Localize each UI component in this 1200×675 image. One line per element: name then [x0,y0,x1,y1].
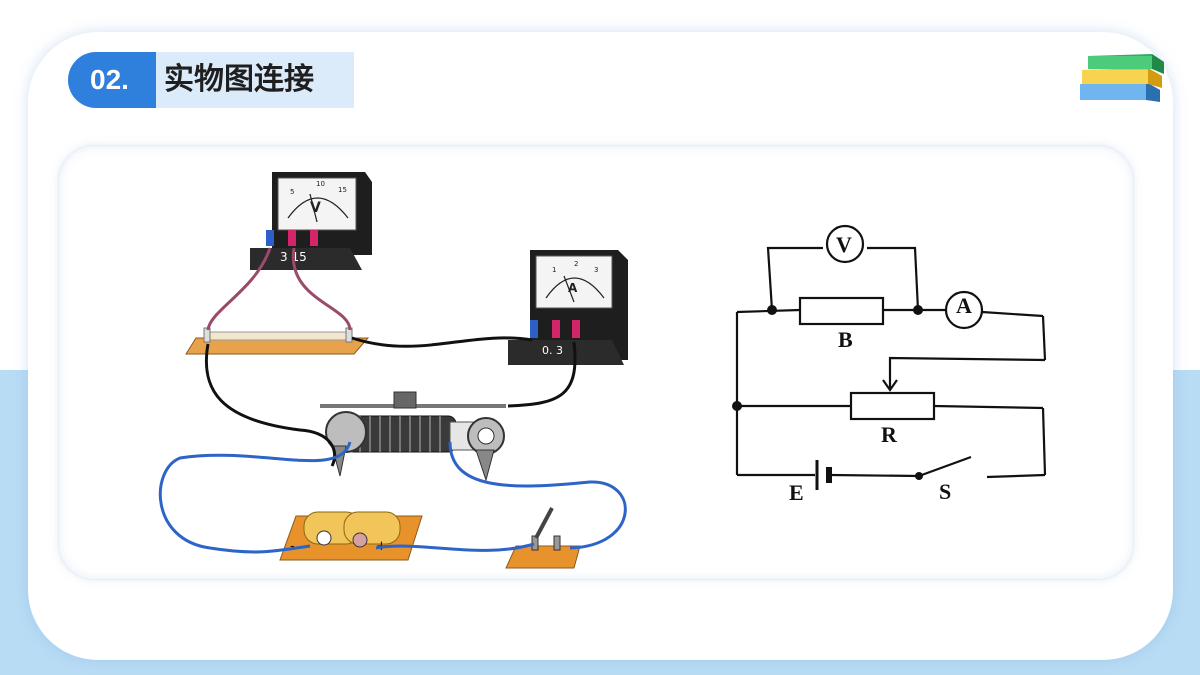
wire-voltmeter-3 [206,247,272,331]
voltmeter-scale-15: 15 [338,186,347,194]
ammeter-scale-2: 2 [574,260,578,268]
wire-voltmeter-15 [291,247,352,331]
schematic-ammeter-label: A [956,293,972,318]
wire-ammeter-rheostat [507,341,577,408]
wire-battery-switch [375,542,535,552]
wire-resistor-ammeter [351,336,533,348]
schematic-resistor-label: B [838,327,853,352]
ammeter: 1 2 3 A 0. 3 [508,250,628,365]
ammeter-terminals: 0. 3 [542,344,563,357]
schematic-voltmeter-label: V [836,232,852,257]
ammeter-letter: A [568,281,578,295]
battery-box: - + [279,511,423,561]
schematic-switch-label: S [939,479,951,504]
wire-rheostat-battery [158,441,352,554]
voltmeter: 5 10 15 V 3 15 [250,172,372,270]
switch [505,507,581,569]
rheostat [320,391,506,482]
ammeter-scale-1: 1 [552,266,556,274]
battery-minus: - [290,539,295,554]
section-title: 实物图连接 [156,52,354,108]
resistor-board [185,327,370,355]
schematic-rheostat-label: R [881,422,898,447]
wire-rheostat-switch [448,441,627,550]
voltmeter-letter: V [310,200,321,216]
apparatus-illustration: 5 10 15 V 3 15 1 2 3 A 0. 3 [158,172,628,569]
voltmeter-scale-10: 10 [316,180,325,188]
wire-resistor-rheostat [204,343,337,467]
circuit-schematic: V A B R E S [732,224,1047,505]
ammeter-scale-3: 3 [594,266,598,274]
books-icon [1080,54,1164,102]
schematic-battery-label: E [789,480,804,505]
voltmeter-scale-5: 5 [290,188,294,196]
